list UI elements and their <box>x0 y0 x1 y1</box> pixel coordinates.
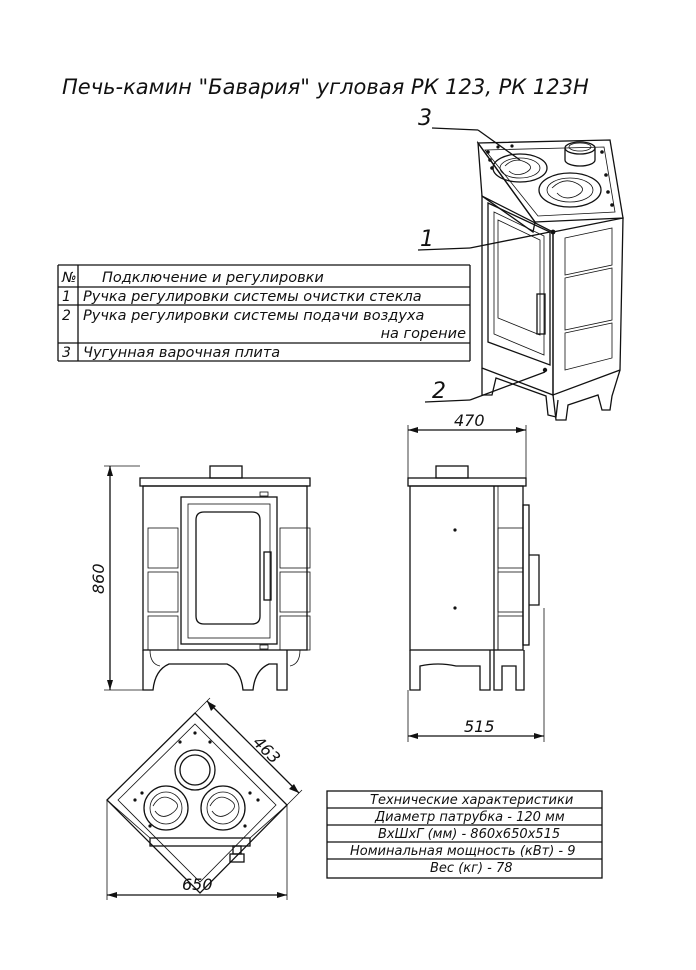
isometric-view: 3 1 2 <box>417 106 624 421</box>
plan-view: 463 650 <box>106 697 303 900</box>
table-row-no: 3 <box>62 345 71 361</box>
table-row-text-cont: на горение <box>381 326 466 342</box>
specs-row: ВхШхГ (мм) - 860х650х515 <box>378 827 560 842</box>
table-row-text: Ручка регулировки системы подачи воздуха <box>83 308 424 324</box>
callout-2: 2 <box>432 379 446 404</box>
table-row-text: Ручка регулировки системы очистки стекла <box>83 289 422 305</box>
table-row-no: 2 <box>62 308 71 324</box>
specs-row: Диаметр патрубка - 120 мм <box>374 810 565 825</box>
specs-row: Вес (кг) - 78 <box>430 861 513 876</box>
table-row-text: Чугунная варочная плита <box>83 345 280 361</box>
side-view: 470 515 <box>407 411 545 742</box>
drawing-title: Печь-камин "Бавария" угловая РК 123, РК … <box>62 75 589 99</box>
table-header-text: Подключение и регулировки <box>102 270 324 286</box>
connections-table: № Подключение и регулировки 1 Ручка регу… <box>57 264 471 362</box>
specs-row: Номинальная мощность (кВт) - 9 <box>350 844 576 859</box>
table-header-no: № <box>61 270 77 286</box>
front-view: 860 <box>89 465 311 691</box>
dim-side-top: 470 <box>454 411 485 430</box>
callout-3: 3 <box>418 106 432 131</box>
table-row-no: 1 <box>62 289 71 305</box>
callout-1: 1 <box>420 227 434 252</box>
specs-table: Технические характеристики Диаметр патру… <box>326 790 603 879</box>
dim-height: 860 <box>89 563 108 594</box>
dim-side-bottom: 515 <box>464 717 495 736</box>
specs-title: Технические характеристики <box>370 793 573 808</box>
dim-plan-diag: 463 <box>249 732 284 767</box>
dim-plan-width: 650 <box>182 875 213 894</box>
